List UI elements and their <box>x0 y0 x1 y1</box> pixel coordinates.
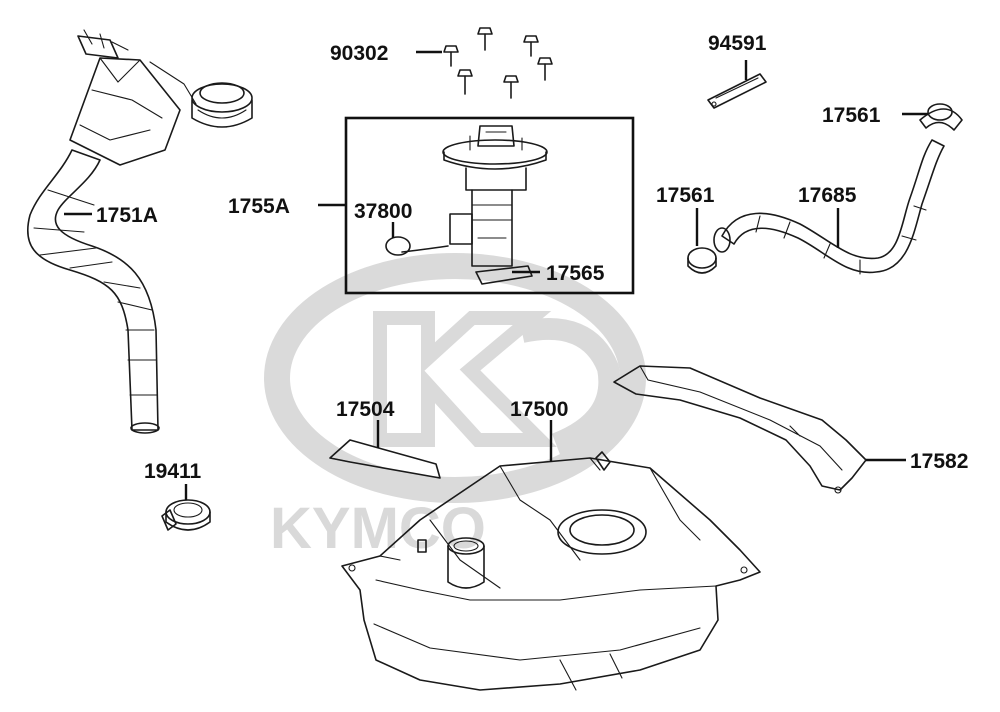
hose-clamp <box>161 499 211 531</box>
filler-neck-hose <box>26 29 253 434</box>
label-1751A: 1751A <box>96 204 158 227</box>
kymco-watermark <box>264 253 646 503</box>
label-17561-top: 17561 <box>822 104 881 127</box>
tank-bracket <box>613 365 867 494</box>
label-90302: 90302 <box>330 42 388 65</box>
fuel-tank <box>341 451 761 691</box>
label-17582: 17582 <box>910 450 968 473</box>
label-17504: 17504 <box>336 398 395 421</box>
hose-clamp-lower <box>687 247 717 274</box>
fuel-pump-unit <box>385 125 548 285</box>
label-19411: 19411 <box>144 460 202 483</box>
bolt-set <box>443 27 553 99</box>
label-17561-mid: 17561 <box>656 184 715 207</box>
label-17685: 17685 <box>798 184 857 207</box>
fuel-hose <box>713 103 963 275</box>
leader-lines <box>64 50 928 500</box>
tank-pad <box>329 439 441 479</box>
label-17500: 17500 <box>510 398 568 421</box>
strap-band <box>707 73 767 109</box>
label-17565: 17565 <box>546 262 605 285</box>
label-94591: 94591 <box>708 32 767 55</box>
label-37800: 37800 <box>354 200 412 223</box>
label-1755A: 1755A <box>228 195 290 218</box>
